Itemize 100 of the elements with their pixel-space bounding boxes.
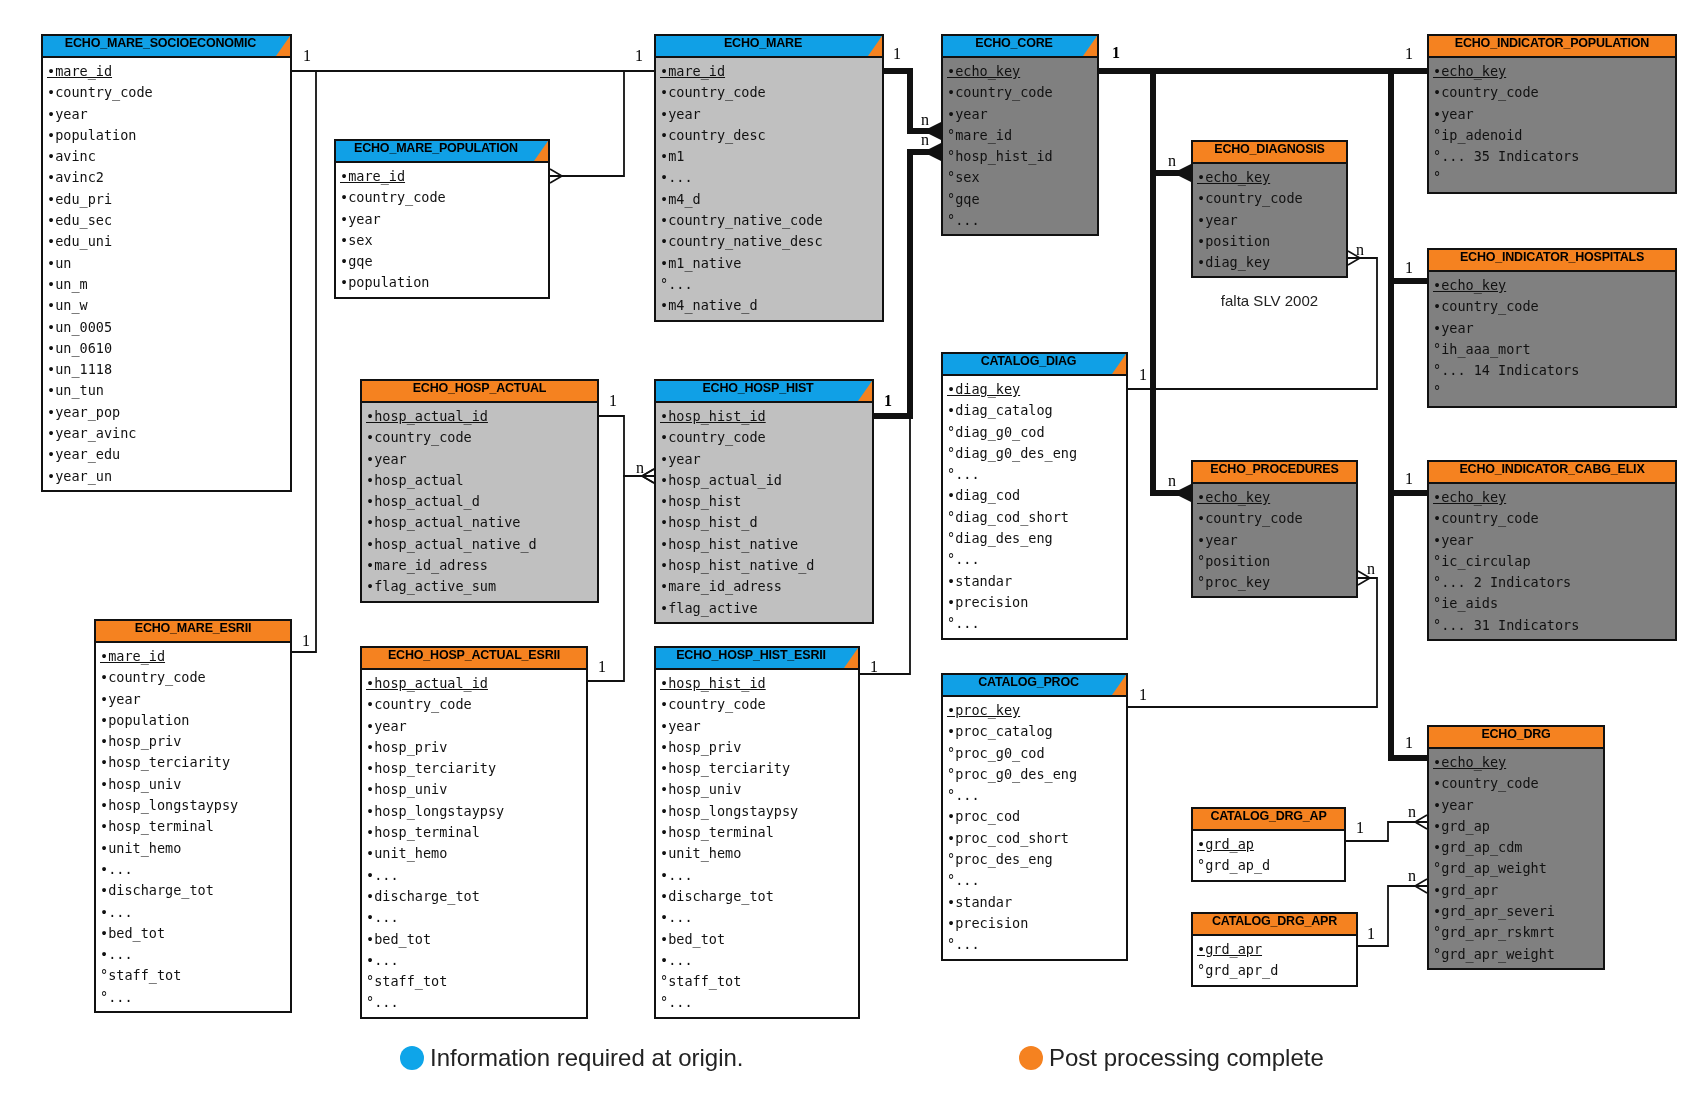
relationship-line xyxy=(884,68,941,140)
cardinality-label: 1 xyxy=(893,46,901,62)
table-field: •population xyxy=(96,709,290,732)
table-field: •echo_key xyxy=(1429,275,1675,297)
table-field: •hosp_actual xyxy=(362,469,597,492)
table-field: •echo_key xyxy=(1193,487,1356,509)
table-field: •bed_tot xyxy=(96,922,290,945)
table-note: falta SLV 2002 xyxy=(1220,291,1319,309)
table-field: •country_code xyxy=(336,187,548,209)
table-field: •... xyxy=(96,901,290,923)
table-field: °gqe xyxy=(943,188,1097,211)
table-field: •year xyxy=(656,103,882,125)
table-field: •hosp_hist xyxy=(656,491,872,513)
table-field: °ic_circulap xyxy=(1429,550,1675,573)
table-field: °... xyxy=(943,549,1126,571)
table-field: •... xyxy=(656,167,882,189)
table-header: ECHO_MARE_ESRII xyxy=(96,621,290,643)
table-header: ECHO_CORE xyxy=(943,36,1097,58)
table-field: •diag_key xyxy=(1193,252,1346,274)
table-field: •un_m xyxy=(43,273,290,296)
table-field: •m4_d xyxy=(656,188,882,211)
table-field: °... 2 Indicators xyxy=(1429,572,1675,594)
table-field: °hosp_hist_id xyxy=(943,146,1097,168)
table-field: °ih_aaa_mort xyxy=(1429,338,1675,361)
table-field: •position xyxy=(1193,230,1346,253)
table-field: •year xyxy=(656,448,872,470)
table-field: •hosp_hist_native_d xyxy=(656,555,872,577)
table-field: •country_code xyxy=(362,694,586,716)
table-field: •year_un xyxy=(43,465,290,487)
legend-label: Information required at origin. xyxy=(430,1044,744,1072)
table-field: •edu_pri xyxy=(43,188,290,211)
table-field: •grd_apr xyxy=(1429,879,1603,902)
table-field: •country_code xyxy=(656,427,872,449)
entity-table xyxy=(654,34,884,322)
table-field: °... xyxy=(943,934,1126,956)
table-field: •year xyxy=(656,715,858,737)
table-field: °mare_id xyxy=(943,124,1097,147)
table-field: •country_desc xyxy=(656,124,882,147)
table-header: ECHO_DRG xyxy=(1429,727,1603,749)
table-header: ECHO_MARE_SOCIOECONOMIC xyxy=(43,36,290,58)
entity-table xyxy=(654,646,860,1019)
table-field: •echo_key xyxy=(1429,487,1675,509)
table-header: ECHO_HOSP_HIST xyxy=(656,381,872,403)
relationship-line xyxy=(1345,814,1428,842)
table-header: ECHO_MARE xyxy=(656,36,882,58)
table-field: •echo_key xyxy=(1429,752,1603,774)
table-field: •hosp_univ xyxy=(656,779,858,801)
cardinality-label: 1 xyxy=(1405,471,1413,487)
table-field: •grd_apr xyxy=(1193,939,1356,961)
table-field: °... xyxy=(362,992,586,1014)
table-field: °staff_tot xyxy=(362,971,586,993)
table-field: •diag_cod xyxy=(943,485,1126,507)
table-field: •unit_hemo xyxy=(96,837,290,859)
table-field: •year_edu xyxy=(43,444,290,466)
table-field: •unit_hemo xyxy=(656,843,858,865)
cardinality-label: 1 xyxy=(1405,735,1413,751)
table-field: °... xyxy=(96,986,290,1009)
table-field: •mare_id xyxy=(43,61,290,83)
table-header: ECHO_INDICATOR_CABG_ELIX xyxy=(1429,462,1675,484)
table-field: •hosp_univ xyxy=(96,773,290,796)
table-field: •hosp_longstaypsy xyxy=(656,800,858,823)
table-field: •country_code xyxy=(1429,82,1675,104)
table-field: •un_0610 xyxy=(43,337,290,360)
cardinality-label: 1 xyxy=(302,633,310,649)
table-field: •hosp_univ xyxy=(362,779,586,801)
table-field: •hosp_terminal xyxy=(96,816,290,838)
entity-table xyxy=(360,379,599,603)
table-field: °staff_tot xyxy=(656,971,858,993)
table-field: •... xyxy=(96,858,290,881)
table-field: •standar xyxy=(943,891,1126,913)
table-field: •year xyxy=(943,103,1097,125)
table-field: •un_tun xyxy=(43,380,290,402)
table-field: •country_code xyxy=(43,82,290,104)
cardinality-label: 1 xyxy=(1356,820,1364,836)
cardinality-label: 1 xyxy=(1139,367,1147,383)
table-field: •gqe xyxy=(336,251,548,273)
table-field: °... 31 Indicators xyxy=(1429,614,1675,637)
table-field: °... 35 Indicators xyxy=(1429,146,1675,168)
cardinality-label: 1 xyxy=(1112,45,1120,61)
table-field: •year xyxy=(1193,529,1356,551)
entity-table xyxy=(1427,460,1677,642)
table-field: •m4_native_d xyxy=(656,295,882,317)
table-field: •year_avinc xyxy=(43,423,290,445)
relationship-line xyxy=(1127,570,1378,708)
table-field: •proc_catalog xyxy=(943,721,1126,743)
table-field: •year xyxy=(1429,529,1675,551)
table-field: •echo_key xyxy=(943,61,1097,83)
table-field: •... xyxy=(656,907,858,929)
table-field: •... xyxy=(362,949,586,972)
table-field: •... xyxy=(96,944,290,966)
entity-table xyxy=(1191,912,1358,987)
table-field: •hosp_terciarity xyxy=(96,752,290,774)
cardinality-label: n xyxy=(921,112,929,128)
entity-table xyxy=(941,34,1099,237)
table-field: °staff_tot xyxy=(96,965,290,987)
table-field: •diag_key xyxy=(943,379,1126,401)
table-field: •country_code xyxy=(1429,508,1675,530)
table-field: •hosp_longstaypsy xyxy=(96,795,290,817)
relationship-line xyxy=(549,70,655,184)
table-field: •hosp_hist_d xyxy=(656,512,872,534)
